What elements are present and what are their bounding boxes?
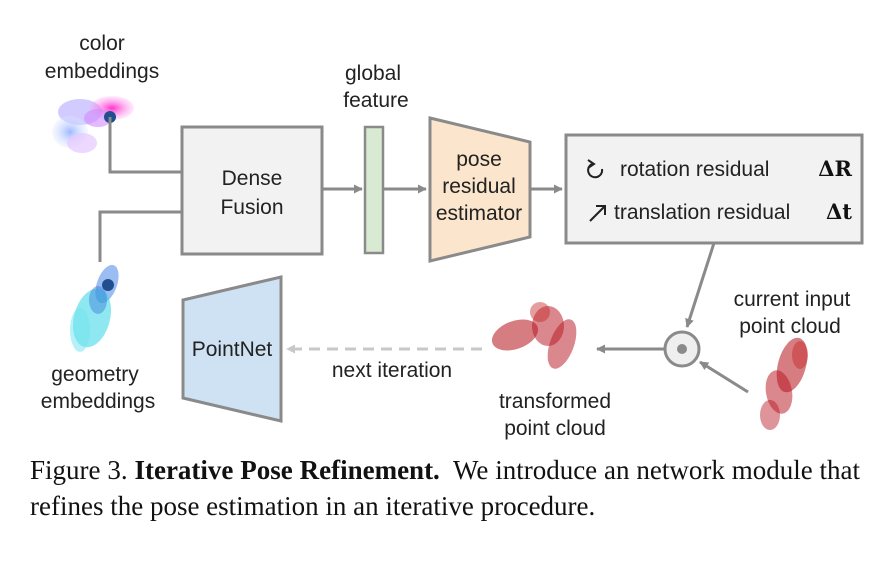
- residual-output-box: [564, 133, 864, 245]
- geometry-embedding-point: [102, 279, 114, 291]
- estimator-label-2: residual: [442, 175, 516, 198]
- geometry-embeddings-label-1: geometry: [51, 363, 139, 386]
- translation-residual-label: translation residual: [614, 201, 790, 224]
- geometry-connector: [98, 210, 182, 262]
- color-embeddings-label-1: color: [79, 32, 125, 55]
- caption-title: Iterative Pose Refinement.: [134, 455, 440, 485]
- input-to-operator-arrow: [699, 360, 749, 394]
- geometry-embeddings-image: [70, 264, 119, 352]
- figure-caption: Figure 3. Iterative Pose Refinement. We …: [30, 452, 860, 524]
- pose-residual-estimator-box: [428, 116, 532, 263]
- pointnet-label: PointNet: [192, 338, 273, 361]
- current-input-label-1: current input: [734, 288, 851, 311]
- caption-prefix: Figure 3.: [30, 455, 128, 485]
- dense-fusion-label-1: Dense: [222, 167, 283, 190]
- rotation-icon: [587, 159, 604, 179]
- caption-text: We introduce an network module that refi…: [30, 455, 861, 521]
- translation-icon: [589, 205, 606, 222]
- geometry-embeddings-label-2: embeddings: [41, 390, 155, 413]
- global-feature-label-2: feature: [343, 89, 408, 112]
- estimator-label-1: pose: [456, 148, 502, 171]
- current-input-label-2: point cloud: [739, 315, 841, 338]
- rotation-residual-label: rotation residual: [620, 158, 769, 181]
- color-embeddings-image: [52, 96, 134, 153]
- rotation-residual-symbol: ΔR: [818, 156, 852, 181]
- residual-to-operator-arrow: [685, 242, 716, 328]
- translation-residual-symbol: Δt: [826, 199, 852, 224]
- pointnet-box: [181, 275, 283, 423]
- transformed-point-cloud: [491, 302, 577, 369]
- dense-fusion-label-2: Fusion: [220, 196, 283, 219]
- global-feature-label-1: global: [345, 62, 401, 85]
- dense-fusion-box: [180, 125, 324, 256]
- color-embeddings-label-2: embeddings: [45, 60, 159, 83]
- transformed-label-2: point cloud: [504, 417, 606, 440]
- transform-operator-icon: [663, 330, 701, 368]
- color-connector: [108, 117, 182, 174]
- transformed-label-1: transformed: [499, 390, 611, 413]
- current-input-point-cloud: [760, 337, 808, 430]
- global-feature-bar: [363, 125, 385, 255]
- estimator-label-3: estimator: [436, 202, 522, 225]
- next-iteration-label: next iteration: [332, 359, 452, 382]
